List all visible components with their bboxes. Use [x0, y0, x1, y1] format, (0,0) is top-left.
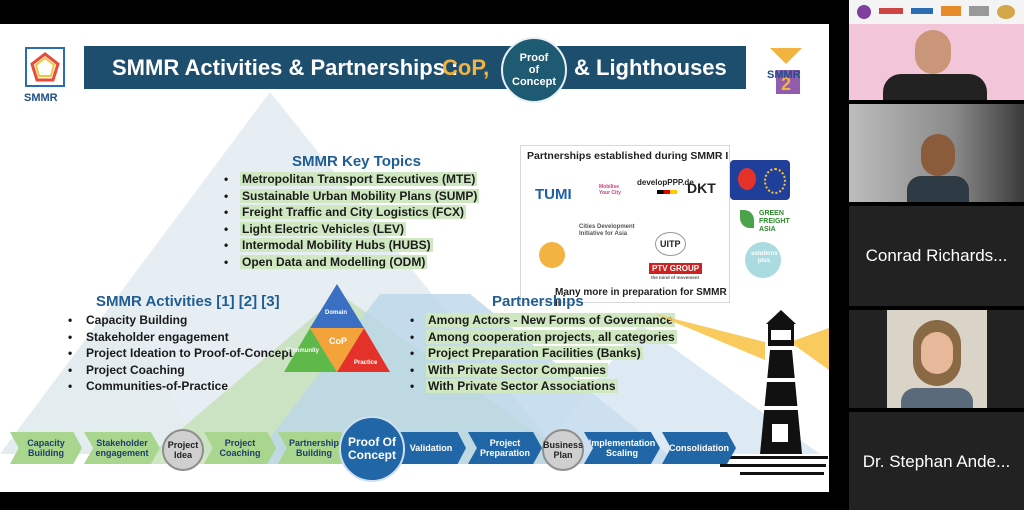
pipeline-partnership-building: Partnership Building — [278, 432, 350, 464]
list-item: Among Actors - New Forms of Governance — [406, 312, 677, 329]
participant-tile-stephan[interactable]: Dr. Stephan Ande... — [849, 412, 1024, 510]
avatar — [915, 30, 951, 74]
proof-of-concept-badge: Proof of Concept — [501, 37, 567, 103]
pipeline-project-preparation: Project Preparation — [468, 432, 542, 464]
ptv-group-logo: PTV GROUP — [649, 263, 703, 274]
key-topics-title: SMMR Key Topics — [292, 153, 421, 170]
slide-title-part1: SMMR Activities & Partnerships : — [112, 55, 459, 80]
cop-community-label: Community — [286, 348, 319, 354]
pipeline-stakeholder-engagement: Stakeholder engagement — [84, 432, 160, 464]
participant-name: Dr. Stephan Ande... — [862, 452, 1011, 471]
list-item: Among cooperation projects, all categori… — [406, 329, 677, 346]
poc-line-2: of — [528, 64, 540, 76]
smmr-logo-left-text: SMMR — [24, 92, 58, 104]
list-item: Open Data and Modelling (ODM) — [220, 254, 479, 271]
list-item: Intermodal Mobility Hubs (HUBS) — [220, 237, 479, 254]
partnerships-title: Partnerships — [492, 293, 584, 310]
cop-practice-label: Practice — [354, 360, 378, 366]
list-item: With Private Sector Companies — [406, 362, 677, 379]
uitp-logo: UITP — [655, 232, 686, 256]
list-item: Project Ideation to Proof-of-Concept — [64, 345, 295, 362]
list-item: Light Electric Vehicles (LEV) — [220, 221, 479, 238]
smmr-logo-right-text: SMMR — [767, 69, 801, 81]
pipeline-business-plan: Business Plan — [542, 429, 584, 471]
pipeline-project-coaching: Project Coaching — [204, 432, 276, 464]
slide-title-part3: & Lighthouses — [574, 55, 727, 80]
smmr-2-logo: 2 — [766, 44, 806, 96]
dkt-logo: DKT — [687, 180, 716, 196]
pipeline-project-idea: Project Idea — [162, 429, 204, 471]
poc-line-1: Proof — [519, 52, 549, 64]
participant-video-tile[interactable] — [849, 24, 1024, 100]
mobilise-logo: Mobilise Your City — [599, 184, 621, 196]
participant-video-tile[interactable] — [849, 310, 1024, 408]
slide-title-part2: CoP, — [442, 55, 490, 80]
shared-logo-strip — [849, 0, 1024, 24]
key-topics-list: Metropolitan Transport Executives (MTE) … — [220, 171, 480, 271]
partner-box-footer: Many more in preparation for SMMR II — [555, 287, 727, 309]
cop-domain-label: Domain — [325, 310, 348, 316]
smmr-logo-left — [24, 46, 66, 88]
list-item: With Private Sector Associations — [406, 378, 677, 395]
participant-video-tile[interactable] — [849, 104, 1024, 202]
pipeline-implementation-scaling: Implementation Scaling — [584, 432, 660, 464]
lighthouse-icon — [655, 310, 829, 475]
partner-box-header: Partnerships established during SMMR I — [527, 150, 729, 162]
participant-name: Conrad Richards... — [865, 246, 1008, 265]
list-item: Freight Traffic and City Logistics (FCX) — [220, 204, 479, 221]
list-item: Communities-of-Practice — [64, 378, 295, 395]
partnerships-list: Among Actors - New Forms of Governance A… — [406, 312, 677, 395]
list-item: Sustainable Urban Mobility Plans (SUMP) — [220, 188, 480, 205]
solutions-plus-badge — [745, 242, 781, 278]
partner-logos-box: Partnerships established during SMMR I T… — [520, 145, 730, 309]
cdia-logo: Cities Development Initiative for Asia — [579, 224, 635, 237]
svg-text:2: 2 — [781, 74, 791, 94]
cdia-circle-icon — [539, 242, 565, 268]
activities-title: SMMR Activities [1] [2] [3] — [96, 293, 280, 310]
green-freight-asia-logo: GREEN FREIGHT ASIA — [759, 210, 790, 233]
list-item: Project Preparation Facilities (Banks) — [406, 345, 677, 362]
tumi-logo: TUMI — [535, 186, 572, 203]
list-item: Stakeholder engagement — [64, 329, 295, 346]
participant-tile-conrad[interactable]: Conrad Richards... — [849, 206, 1024, 306]
develop-ppp-logo: developPPP.de — [637, 178, 694, 187]
pipeline-validation: Validation — [396, 432, 466, 464]
avatar — [921, 134, 955, 176]
solutions-plus-logo: solutions plus — [751, 251, 778, 264]
pipeline-proof-of-concept: Proof Of Concept — [339, 416, 405, 482]
list-item: Project Coaching — [64, 362, 295, 379]
leaf-icon — [740, 210, 754, 228]
cop-triangle-diagram: Domain Community CoP Practice — [282, 282, 392, 374]
ptv-tagline: the mind of movement — [651, 275, 700, 280]
list-item: Metropolitan Transport Executives (MTE) — [220, 171, 479, 188]
pipeline-capacity-building: Capacity Building — [10, 432, 82, 464]
slide-title-bar: SMMR Activities & Partnerships : CoP, & … — [84, 46, 746, 89]
presentation-slide: SMMR SMMR Activities & Partnerships : Co… — [0, 24, 829, 492]
list-item: Capacity Building — [64, 312, 295, 329]
poc-line-3: Concept — [512, 76, 556, 88]
cop-center-label: CoP — [329, 336, 347, 346]
pipeline-consolidation: Consolidation — [662, 432, 736, 464]
german-flag-icon — [657, 190, 677, 194]
activities-list: Capacity Building Stakeholder engagement… — [64, 312, 295, 395]
asean-eu-puzzle-icon — [730, 160, 790, 200]
